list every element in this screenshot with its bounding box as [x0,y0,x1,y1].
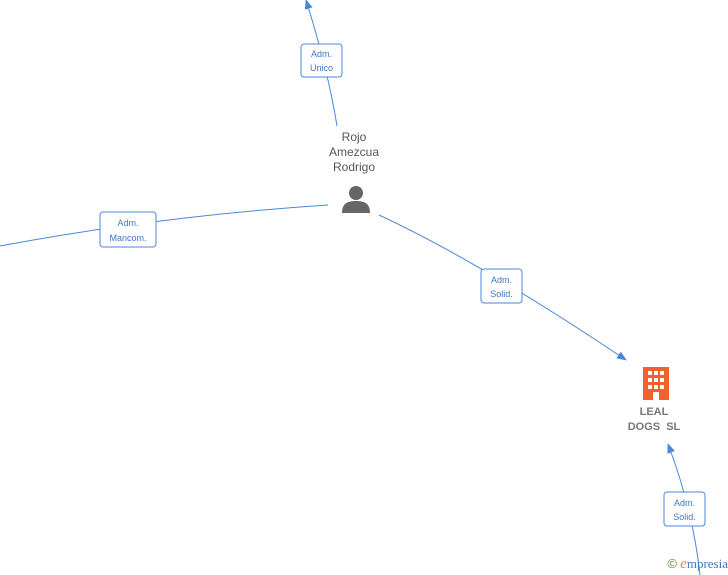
person-icon [342,186,370,213]
edge-label-line: Mancom. [109,233,146,243]
edge-label-line: Unico [310,63,333,73]
building-icon [643,367,669,400]
edge-label-line: Solid. [490,289,513,299]
brand-initial: e [680,556,687,572]
person-node[interactable]: Rojo Amezcua Rodrigo [329,130,379,213]
empresia-watermark: © empresia [667,556,728,573]
company-node[interactable]: LEAL DOGS SL [628,367,681,433]
copyright-symbol: © [667,556,677,571]
company-name-line: LEAL [640,406,669,418]
edge-label-adm-solid-bottom[interactable]: Adm. Solid. [663,491,706,527]
edge-label-adm-unico[interactable]: Adm. Unico [300,43,343,78]
edge-label-line: Adm. [311,49,332,59]
person-name-line: Amezcua [329,145,379,159]
person-name-line: Rodrigo [333,160,375,174]
edge-person-left[interactable] [0,204,329,247]
edge-label-line: Adm. [117,218,138,228]
edge-label-adm-mancom[interactable]: Adm. Mancom. [99,211,157,248]
edge-label-line: Solid. [673,512,696,522]
edge-label-line: Adm. [491,275,512,285]
company-name-line: DOGS SL [628,421,681,433]
brand-name: mpresia [686,556,728,571]
person-name-line: Rojo [342,130,367,144]
edge-label-line: Adm. [674,498,695,508]
edge-label-adm-solid[interactable]: Adm. Solid. [480,268,523,304]
